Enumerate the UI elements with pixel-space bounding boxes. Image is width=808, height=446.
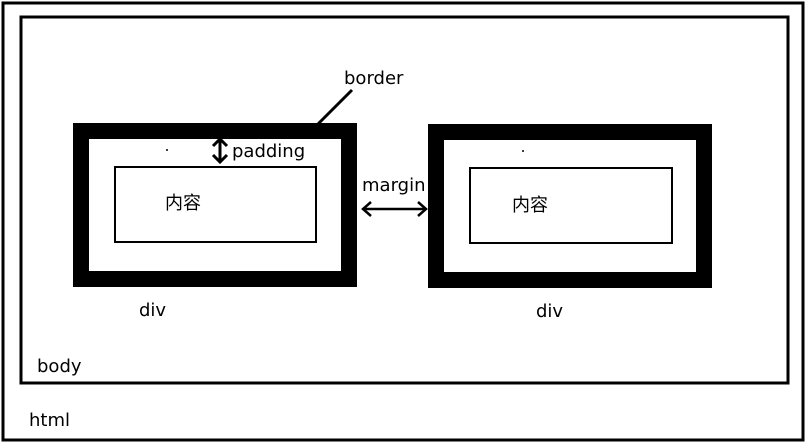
padding-arrow xyxy=(211,136,229,165)
border-pointer-line xyxy=(316,88,354,126)
left-content-label: 内容 xyxy=(165,193,201,214)
margin-label: margin xyxy=(362,175,426,196)
left-content-box xyxy=(114,166,317,243)
right-div-border xyxy=(428,124,712,288)
right-content-label: 内容 xyxy=(512,195,548,216)
right-dot xyxy=(522,150,524,152)
border-label: border xyxy=(344,68,404,89)
body-label: body xyxy=(37,356,82,377)
left-dot xyxy=(166,149,168,151)
right-content-box xyxy=(469,167,673,244)
body-frame xyxy=(19,15,790,385)
left-div-label: div xyxy=(139,300,167,321)
margin-arrow xyxy=(361,201,428,217)
html-label: html xyxy=(29,410,71,431)
right-div-label: div xyxy=(536,301,564,322)
left-div-border xyxy=(73,123,357,287)
padding-label: padding xyxy=(232,141,306,162)
